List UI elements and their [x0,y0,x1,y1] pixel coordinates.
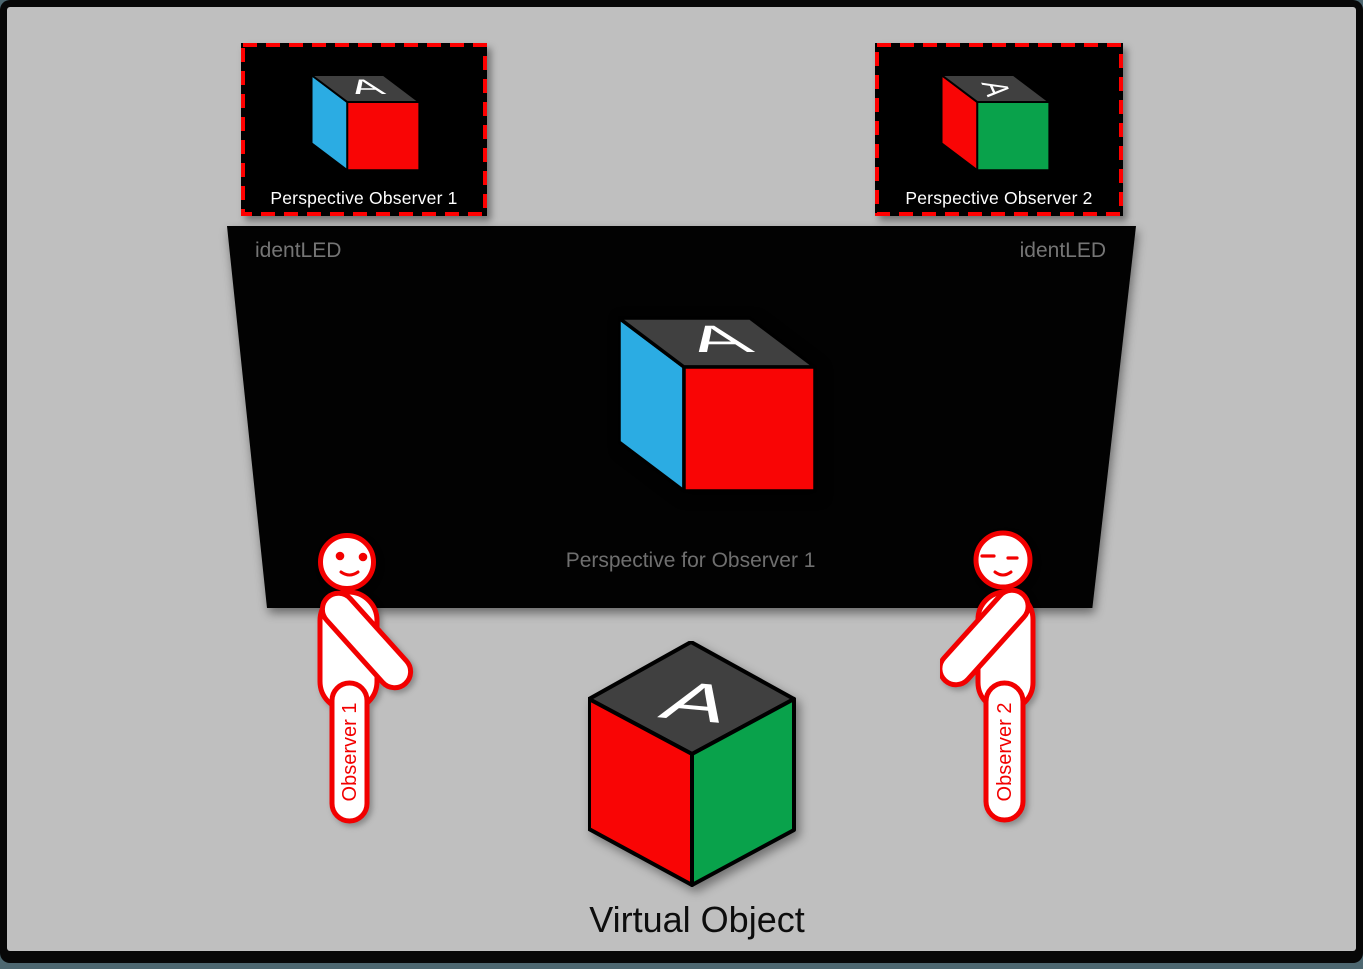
virtual-object-cube: A [588,641,796,887]
perspective-box-2-label: Perspective Observer 2 [905,188,1093,208]
cube-front-face [346,101,421,172]
identled-logo-left: identLED [255,239,342,262]
screen-cube: A [618,316,817,493]
observer-1-leg [329,680,370,824]
screen-cube-front-face [682,365,817,493]
cube-top-letter: A [973,80,1018,99]
observer-2-arm [940,587,1031,688]
observer-2-leg [983,680,1026,823]
observer-1-head [318,533,376,591]
perspective-box-1: A Perspective Observer 1 [241,43,487,216]
observer-2-head [973,530,1033,590]
observer-1-arm [319,590,414,691]
perspective-box-2: A Perspective Observer 2 [875,43,1123,216]
observer-2-mouth [993,570,1013,577]
observer-1-label: Observer 1 [339,703,361,802]
dashed-border [875,43,1123,216]
observer-2-figure: Observer 2 [940,530,1036,823]
virtual-cube-right-face [690,697,796,887]
observer-1-eye-left [335,551,345,561]
screen-caption: Perspective for Observer 1 [565,549,816,572]
observer-1-mouth [339,570,360,577]
preview-cube-observer-1: A [311,74,421,172]
observer-1-figure: Observer 1 [317,533,414,824]
preview-cube-observer-2: A [941,74,1051,172]
observer-2-label: Observer 2 [994,703,1016,802]
cube-front-face [976,101,1051,172]
observer-1-eye-right [358,552,368,562]
virtual-object-label: Virtual Object [589,899,805,940]
perspective-box-1-label: Perspective Observer 1 [270,188,458,208]
identled-logo-right: identLED [1019,239,1106,262]
dashed-border [241,43,487,216]
